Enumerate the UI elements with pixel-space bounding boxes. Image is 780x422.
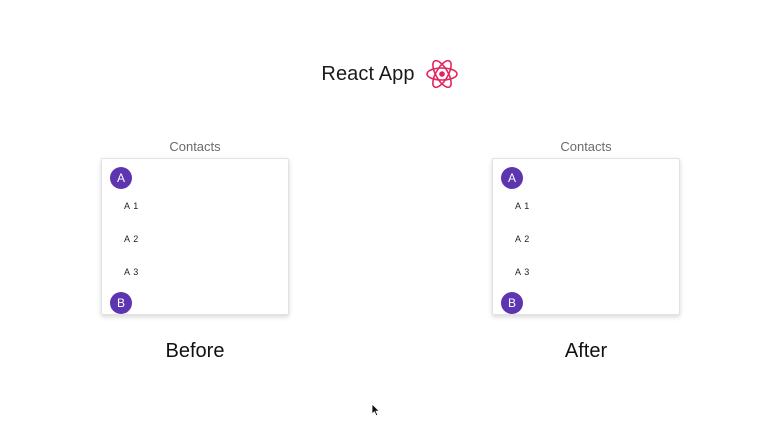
group-header-b: B <box>501 292 523 314</box>
contact-item[interactable]: A 1 <box>515 201 530 211</box>
group-header-a: A <box>110 167 132 189</box>
contacts-heading: Contacts <box>169 139 221 154</box>
app-header: React App <box>0 56 780 92</box>
caption-after: After <box>564 340 608 362</box>
contact-item[interactable]: A 2 <box>124 234 139 244</box>
contacts-list[interactable]: A A 1 A 2 A 3 B <box>492 158 680 315</box>
contacts-heading: Contacts <box>560 139 612 154</box>
group-header-a: A <box>501 167 523 189</box>
contact-item[interactable]: A 2 <box>515 234 530 244</box>
contact-item[interactable]: A 3 <box>124 267 139 277</box>
app-title: React App <box>321 62 415 85</box>
contact-item[interactable]: A 3 <box>515 267 530 277</box>
contacts-panel-before: Contacts A A 1 A 2 A 3 B <box>101 138 289 315</box>
contacts-panel-after: Contacts A A 1 A 2 A 3 B <box>492 138 680 315</box>
caption-before: Before <box>165 340 225 362</box>
react-atom-icon <box>425 59 458 89</box>
mouse-pointer-icon <box>371 403 381 417</box>
contacts-list[interactable]: A A 1 A 2 A 3 B <box>101 158 289 315</box>
contact-item[interactable]: A 1 <box>124 201 139 211</box>
group-header-b: B <box>110 292 132 314</box>
